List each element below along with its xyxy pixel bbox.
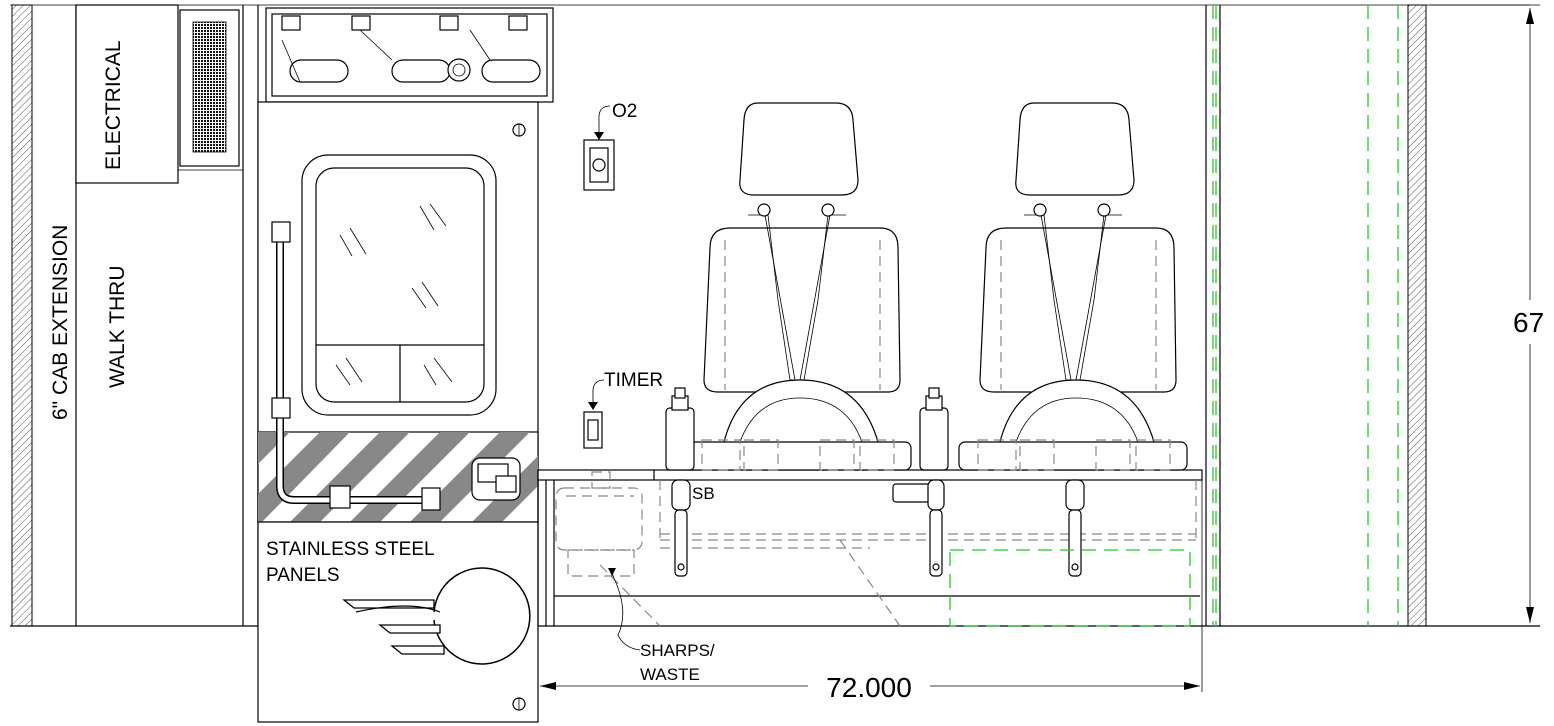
cab-extension-label: 6" CAB EXTENSION xyxy=(49,225,72,420)
latch-icon xyxy=(351,15,371,31)
stainless-steel-label: STAINLESS STEEL xyxy=(266,539,435,560)
switch-oval-icon xyxy=(481,59,541,83)
sharps-container: SHARPS/ WASTE xyxy=(555,471,715,684)
stainless-steel-label-2: PANELS xyxy=(266,565,340,586)
switch-oval-icon xyxy=(391,59,451,83)
electrical-panel xyxy=(75,4,243,184)
latch-icon xyxy=(281,15,301,31)
clearance-zone xyxy=(949,5,1399,627)
walk-thru-label: WALK THRU xyxy=(106,265,129,388)
stainless-steel-panel: STAINLESS STEEL PANELS xyxy=(257,521,539,723)
sb-label: SB xyxy=(692,484,715,503)
upper-control-cabinet xyxy=(265,7,554,103)
lock-knob-icon xyxy=(447,58,471,82)
company-logo-icon xyxy=(342,567,531,665)
latch-icon xyxy=(508,15,528,31)
bottle-icon xyxy=(665,387,695,471)
timer-switch: TIMER xyxy=(583,370,663,449)
switch-oval-icon xyxy=(289,59,349,83)
width-dimension-value: 72.000 xyxy=(826,672,912,703)
attendant-seat-2 xyxy=(958,102,1188,471)
o2-outlet: O2 xyxy=(583,101,637,191)
o2-label: O2 xyxy=(612,101,637,122)
latch-icon xyxy=(439,15,459,31)
height-dimension: 67 xyxy=(1430,4,1544,623)
width-dimension: 72.000 xyxy=(537,480,1203,703)
electrical-label: ELECTRICAL xyxy=(102,40,125,170)
height-dimension-value: 67 xyxy=(1513,307,1544,338)
bench-counter xyxy=(537,469,1203,627)
side-door xyxy=(257,101,539,523)
seatbelt-buckles: SB xyxy=(671,479,1085,577)
attendant-seat-1 xyxy=(682,102,912,471)
sharps-label: SHARPS/ xyxy=(640,641,715,660)
sharps-label-2: WASTE xyxy=(640,665,700,684)
timer-label: TIMER xyxy=(604,370,663,391)
bottle-icon xyxy=(919,387,949,471)
right-wall xyxy=(1205,4,1427,627)
left-wall-hatch xyxy=(11,4,33,627)
